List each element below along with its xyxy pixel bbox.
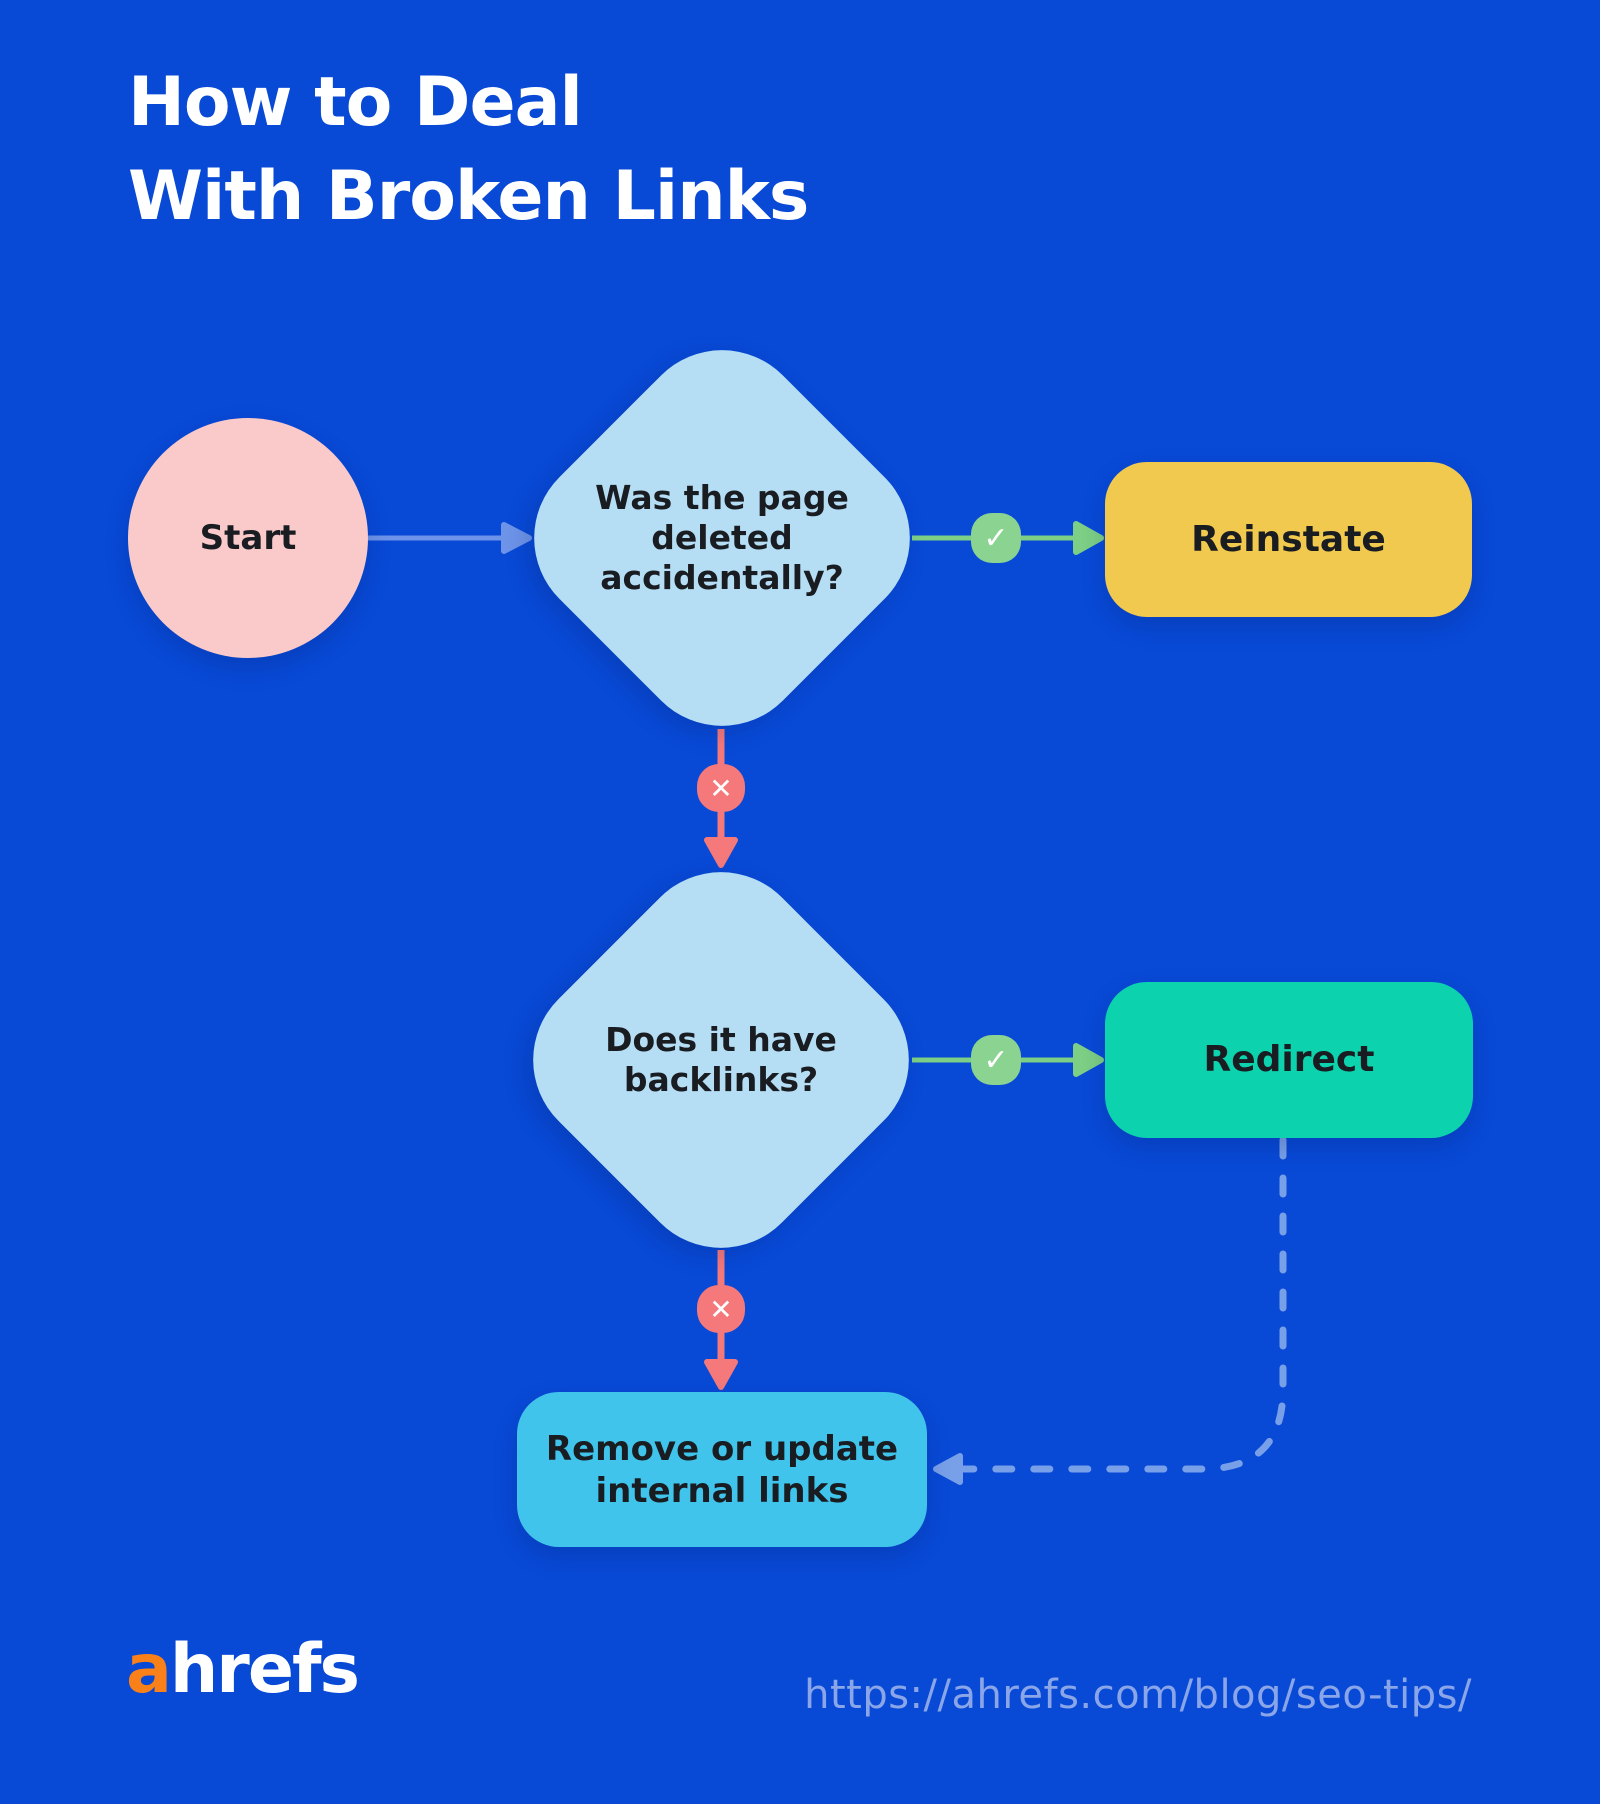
node-redirect-label: Redirect bbox=[1203, 1039, 1375, 1080]
node-reinstate-label: Reinstate bbox=[1191, 518, 1386, 560]
node-remove-internal-links-label: Remove or update internal links bbox=[545, 1428, 899, 1511]
node-start-label: Start bbox=[199, 518, 297, 558]
node-remove-internal-links: Remove or update internal links bbox=[517, 1392, 927, 1547]
node-question-backlinks: Does it have backlinks? bbox=[497, 836, 945, 1284]
page-title: How to Deal With Broken Links bbox=[128, 56, 809, 244]
arrowhead-right-icon bbox=[1073, 1043, 1104, 1077]
node-reinstate: Reinstate bbox=[1105, 462, 1472, 617]
edge-start-to-question1 bbox=[368, 522, 532, 554]
arrowhead-down-icon bbox=[704, 837, 738, 868]
node-start: Start bbox=[128, 418, 368, 658]
node-question-backlinks-label: Does it have backlinks? bbox=[605, 1020, 837, 1099]
ahrefs-logo-rest: hrefs bbox=[169, 1630, 360, 1709]
node-question-deleted-label: Was the page deleted accidentally? bbox=[595, 478, 849, 597]
check-icon: ✓ bbox=[971, 1035, 1021, 1085]
cross-icon: ✕ bbox=[697, 1285, 745, 1333]
ahrefs-logo-a: a bbox=[126, 1630, 172, 1709]
edge-redirect-to-remove bbox=[933, 1136, 1287, 1485]
cross-icon: ✕ bbox=[697, 764, 745, 812]
arrowhead-down-icon bbox=[704, 1359, 738, 1390]
arrowhead-right-icon bbox=[1073, 521, 1104, 555]
arrowhead-right-icon bbox=[501, 522, 532, 554]
title-line-1: How to Deal bbox=[128, 63, 583, 142]
node-question-deleted: Was the page deleted accidentally? bbox=[498, 314, 946, 762]
ahrefs-logo: ahrefs bbox=[126, 1636, 360, 1704]
check-icon: ✓ bbox=[971, 513, 1021, 563]
title-line-2: With Broken Links bbox=[128, 157, 809, 236]
source-url: https://ahrefs.com/blog/seo-tips/ bbox=[804, 1672, 1472, 1718]
arrowhead-left-icon bbox=[933, 1453, 963, 1485]
node-redirect: Redirect bbox=[1105, 982, 1473, 1138]
